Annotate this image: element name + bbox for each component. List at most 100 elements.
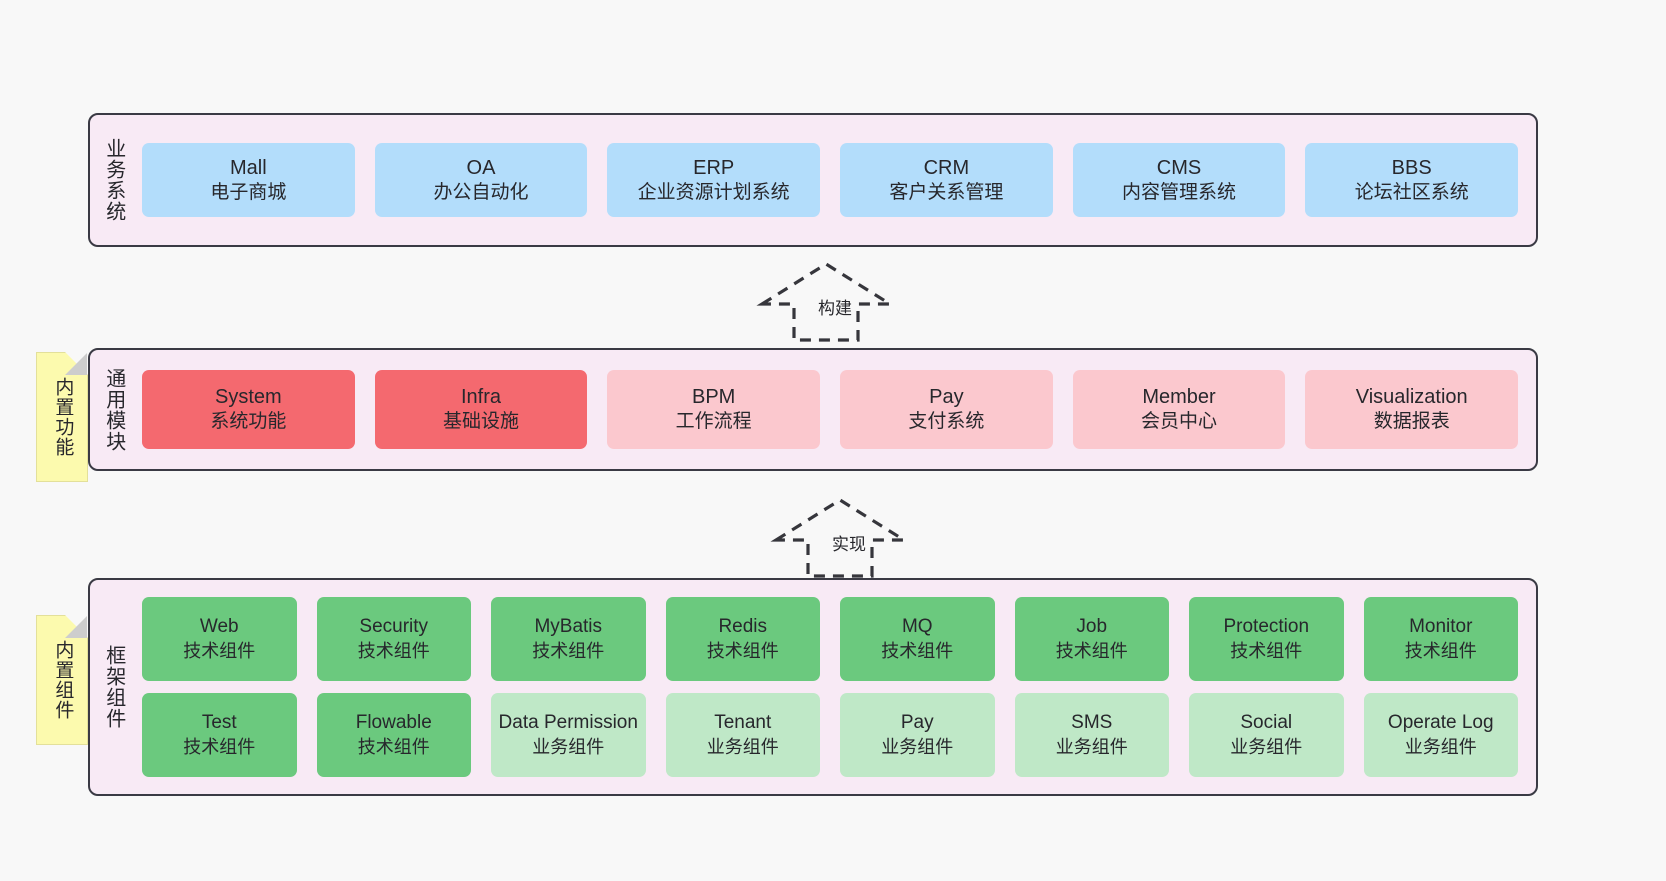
box-cn-label: 业务组件 <box>881 736 954 757</box>
box-en-label: Job <box>1076 615 1108 637</box>
box-en-label: Social <box>1240 711 1293 733</box>
box-en-label: BPM <box>692 386 736 409</box>
box-en-label: Redis <box>718 615 768 637</box>
box-cn-label: 技术组件 <box>1230 640 1303 661</box>
box-cn-label: 技术组件 <box>183 736 256 757</box>
common-modules-row: System 系统功能 Infra 基础设施 BPM 工作流程 Pay 支付系统… <box>142 370 1519 449</box>
framework-box-security[interactable]: Security 技术组件 <box>316 597 471 681</box>
box-en-label: Web <box>199 615 239 637</box>
framework-box-mybatis[interactable]: MyBatis 技术组件 <box>491 597 646 681</box>
box-cn-label: 数据报表 <box>1373 411 1450 433</box>
box-cn-label: 工作流程 <box>675 411 752 433</box>
box-en-label: Flowable <box>355 711 432 733</box>
box-cn-label: 技术组件 <box>881 640 954 661</box>
box-cn-label: 论坛社区系统 <box>1354 181 1469 203</box>
layer-common-modules: 通用模块 System 系统功能 Infra 基础设施 BPM 工作流程 Pay… <box>88 348 1538 471</box>
framework-box-pay[interactable]: Pay 业务组件 <box>840 693 995 777</box>
layer-common-modules-body: System 系统功能 Infra 基础设施 BPM 工作流程 Pay 支付系统… <box>136 350 1536 469</box>
box-cn-label: 业务组件 <box>532 736 605 757</box>
framework-box-web[interactable]: Web 技术组件 <box>142 597 297 681</box>
box-cn-label: 技术组件 <box>1055 640 1128 661</box>
framework-box-mq[interactable]: MQ 技术组件 <box>840 597 995 681</box>
layer-business-system-body: Mall 电子商城 OA 办公自动化 ERP 企业资源计划系统 CRM 客户关系… <box>136 115 1536 245</box>
box-en-label: ERP <box>693 156 735 179</box>
arrow-build: 构建 <box>752 258 912 344</box>
box-cn-label: 技术组件 <box>706 640 779 661</box>
box-en-label: Security <box>359 615 429 637</box>
layer-business-system: 业务系统 Mall 电子商城 OA 办公自动化 ERP 企业资源计划系统 CRM… <box>88 113 1538 247</box>
business-box-crm[interactable]: CRM 客户关系管理 <box>840 143 1053 217</box>
framework-box-tenant[interactable]: Tenant 业务组件 <box>665 693 820 777</box>
box-cn-label: 内容管理系统 <box>1122 181 1237 203</box>
business-box-cms[interactable]: CMS 内容管理系统 <box>1072 143 1286 217</box>
box-en-label: Pay <box>900 711 934 733</box>
layer-business-system-title: 业务系统 <box>102 138 125 222</box>
box-cn-label: 会员中心 <box>1141 411 1218 433</box>
framework-row-tech: Web 技术组件 Security 技术组件 MyBatis 技术组件 Redi… <box>142 597 1518 681</box>
box-cn-label: 业务组件 <box>1230 736 1303 757</box>
module-box-visualization[interactable]: Visualization 数据报表 <box>1305 370 1519 449</box>
business-box-bbs[interactable]: BBS 论坛社区系统 <box>1305 143 1519 217</box>
business-system-row: Mall 电子商城 OA 办公自动化 ERP 企业资源计划系统 CRM 客户关系… <box>142 143 1519 217</box>
box-cn-label: 业务组件 <box>1055 736 1128 757</box>
box-en-label: System <box>214 386 282 409</box>
module-box-bpm[interactable]: BPM 工作流程 <box>607 370 821 449</box>
module-box-pay[interactable]: Pay 支付系统 <box>840 370 1053 449</box>
box-cn-label: 技术组件 <box>357 640 430 661</box>
business-box-mall[interactable]: Mall 电子商城 <box>142 143 355 217</box>
box-en-label: Data Permission <box>498 711 638 733</box>
layer-framework-components-title: 框架组件 <box>102 645 125 729</box>
box-en-label: Tenant <box>714 711 772 733</box>
framework-box-monitor[interactable]: Monitor 技术组件 <box>1363 597 1518 681</box>
box-cn-label: 技术组件 <box>357 736 430 757</box>
business-box-erp[interactable]: ERP 企业资源计划系统 <box>607 143 821 217</box>
box-en-label: Visualization <box>1355 386 1468 409</box>
framework-box-protection[interactable]: Protection 技术组件 <box>1189 597 1344 681</box>
box-en-label: MyBatis <box>534 615 603 637</box>
business-box-oa[interactable]: OA 办公自动化 <box>374 143 588 217</box>
framework-row-business: Test 技术组件 Flowable 技术组件 Data Permission … <box>142 693 1518 777</box>
box-cn-label: 技术组件 <box>183 640 256 661</box>
box-cn-label: 技术组件 <box>532 640 605 661</box>
box-en-label: BBS <box>1391 156 1432 179</box>
box-en-label: Pay <box>929 386 964 409</box>
box-cn-label: 基础设施 <box>443 411 520 433</box>
box-cn-label: 企业资源计划系统 <box>637 181 790 203</box>
framework-box-job[interactable]: Job 技术组件 <box>1014 597 1169 681</box>
box-en-label: Mall <box>230 156 267 179</box>
framework-box-data-permission[interactable]: Data Permission 业务组件 <box>491 693 646 777</box>
box-cn-label: 业务组件 <box>706 736 779 757</box>
dashed-up-arrow-icon <box>756 262 896 342</box>
arrow-implement-label: 实现 <box>832 535 866 554</box>
box-en-label: Monitor <box>1409 615 1473 637</box>
layer-framework-components-body: Web 技术组件 Security 技术组件 MyBatis 技术组件 Redi… <box>136 580 1536 794</box>
box-en-label: Test <box>201 711 237 733</box>
box-cn-label: 系统功能 <box>210 411 287 433</box>
box-en-label: CRM <box>923 156 970 179</box>
box-en-label: CMS <box>1156 156 1202 179</box>
layer-common-modules-title: 通用模块 <box>102 367 125 452</box>
box-en-label: MQ <box>901 615 933 637</box>
framework-box-test[interactable]: Test 技术组件 <box>142 693 297 777</box>
box-en-label: OA <box>466 156 496 179</box>
note-builtin-function: 内置功能 <box>36 352 88 482</box>
box-cn-label: 电子商城 <box>210 181 287 203</box>
box-en-label: Infra <box>460 386 502 409</box>
box-cn-label: 业务组件 <box>1404 736 1477 757</box>
box-en-label: Member <box>1142 386 1216 409</box>
arrow-build-label: 构建 <box>818 299 852 318</box>
dashed-up-arrow-icon <box>770 498 910 578</box>
framework-box-social[interactable]: Social 业务组件 <box>1189 693 1344 777</box>
box-en-label: Protection <box>1223 615 1310 637</box>
module-box-member[interactable]: Member 会员中心 <box>1072 370 1286 449</box>
module-box-infra[interactable]: Infra 基础设施 <box>374 370 588 449</box>
framework-box-sms[interactable]: SMS 业务组件 <box>1014 693 1169 777</box>
framework-box-operate-log[interactable]: Operate Log 业务组件 <box>1363 693 1518 777</box>
box-cn-label: 办公自动化 <box>433 181 529 203</box>
framework-box-redis[interactable]: Redis 技术组件 <box>665 597 820 681</box>
module-box-system[interactable]: System 系统功能 <box>142 370 355 449</box>
note-builtin-component: 内置组件 <box>36 615 88 745</box>
box-cn-label: 支付系统 <box>908 411 985 433</box>
framework-box-flowable[interactable]: Flowable 技术组件 <box>316 693 471 777</box>
